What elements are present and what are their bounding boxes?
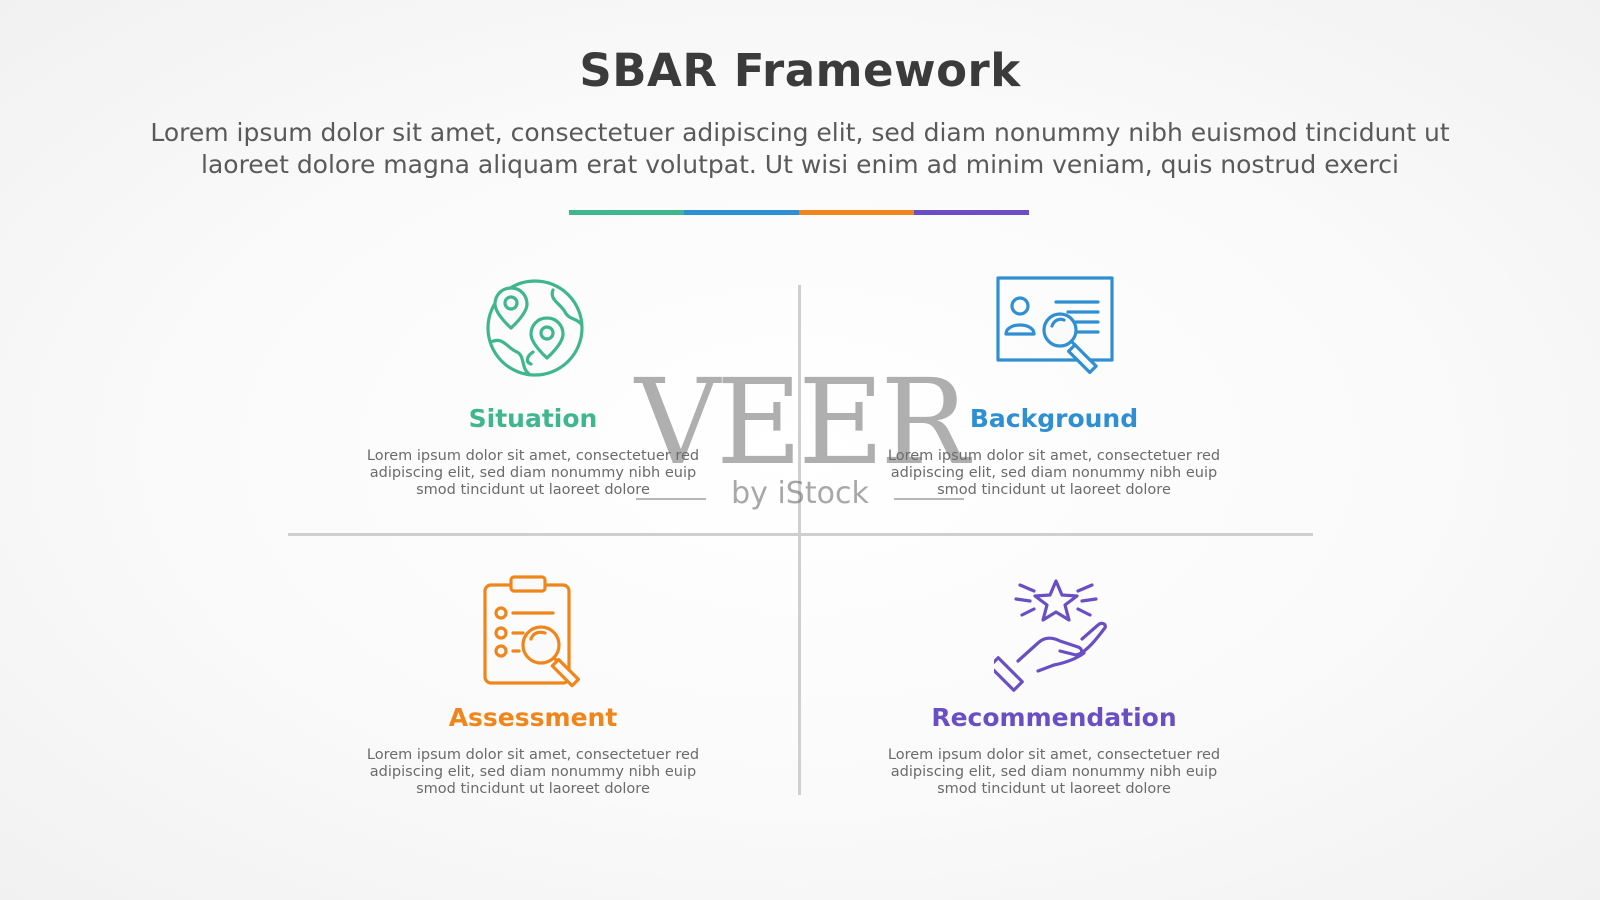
profile-card-magnifier-icon <box>996 276 1114 375</box>
quadrant-title: Background <box>969 404 1139 433</box>
quadrant-title: Recommendation <box>931 703 1177 732</box>
quadrant-description: Lorem ipsum dolor sit amet, consectetuer… <box>884 747 1224 798</box>
subtitle-line: laoreet dolore magna aliquam erat volutp… <box>201 150 1399 179</box>
accent-segment-purple <box>914 210 1029 215</box>
description-line: Lorem ipsum dolor sit amet, consectetuer… <box>887 448 1221 464</box>
quadrant-description: Lorem ipsum dolor sit amet, consectetuer… <box>884 448 1224 499</box>
quadrant-title: Assessment <box>448 703 618 732</box>
subtitle-line: Lorem ipsum dolor sit amet, consectetuer… <box>150 118 1450 147</box>
quadrant-description: Lorem ipsum dolor sit amet, consectetuer… <box>363 747 703 798</box>
description-line: Lorem ipsum dolor sit amet, consectetuer… <box>887 747 1221 763</box>
quadrant-assessment: Assessment Lorem ipsum dolor sit amet, c… <box>363 573 703 798</box>
description-line: adipiscing elit, sed diam nonummy nibh e… <box>369 465 697 481</box>
quadrant-description: Lorem ipsum dolor sit amet, consectetuer… <box>363 448 703 499</box>
quadrant-background: Background Lorem ipsum dolor sit amet, c… <box>884 268 1224 499</box>
vertical-divider <box>798 285 801 795</box>
description-line: smod tincidunt ut laoreet dolore <box>937 482 1171 498</box>
description-line: adipiscing elit, sed diam nonummy nibh e… <box>369 764 697 780</box>
description-line: smod tincidunt ut laoreet dolore <box>416 781 650 797</box>
description-line: smod tincidunt ut laoreet dolore <box>937 781 1171 797</box>
quadrant-title: Situation <box>468 404 598 433</box>
accent-segment-blue <box>684 210 799 215</box>
quadrant-recommendation: Recommendation Lorem ipsum dolor sit ame… <box>884 573 1224 798</box>
description-line: adipiscing elit, sed diam nonummy nibh e… <box>890 764 1218 780</box>
accent-segment-orange <box>799 210 914 215</box>
page-title: SBAR Framework <box>579 44 1021 97</box>
quadrant-situation: Situation Lorem ipsum dolor sit amet, co… <box>363 268 703 499</box>
page-subtitle: Lorem ipsum dolor sit amet, consectetuer… <box>100 117 1500 181</box>
horizontal-divider <box>288 533 1313 536</box>
description-line: smod tincidunt ut laoreet dolore <box>416 482 650 498</box>
clipboard-magnifier-icon <box>483 575 581 688</box>
description-line: Lorem ipsum dolor sit amet, consectetuer… <box>366 448 700 464</box>
accent-bar <box>569 210 1029 215</box>
description-line: adipiscing elit, sed diam nonummy nibh e… <box>890 465 1218 481</box>
globe-location-pins-icon <box>486 279 584 377</box>
accent-segment-green <box>569 210 684 215</box>
description-line: Lorem ipsum dolor sit amet, consectetuer… <box>366 747 700 763</box>
hand-star-icon <box>994 579 1107 692</box>
